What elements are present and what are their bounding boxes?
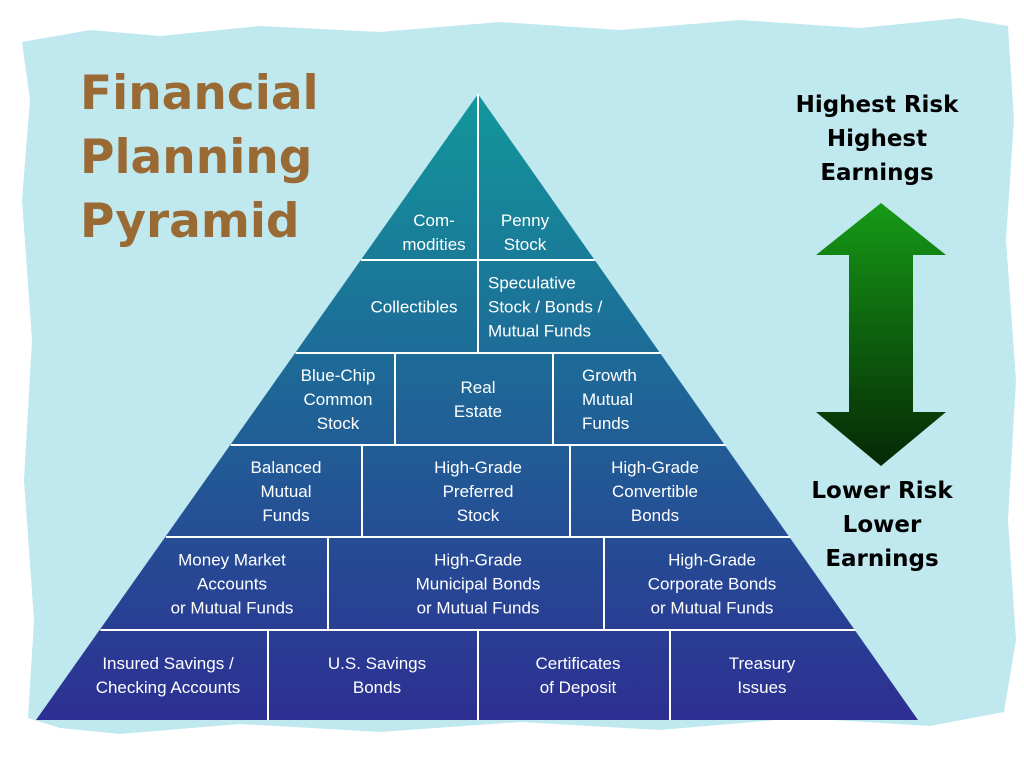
pyramid-cell-line: Estate [454,402,502,421]
pyramid-cell-certificates-of-deposit: Certificates of Deposit [535,654,620,697]
pyramid-cell-line: Stock [317,414,360,433]
pyramid-cell-line: High-Grade [611,458,699,477]
pyramid-cell-line: Mutual Funds [488,322,591,341]
pyramid-body [36,94,918,720]
pyramid-cell-line: Stock / Bonds / [488,298,603,317]
pyramid-cell-line: Funds [262,506,309,525]
pyramid-cell-line: Mutual [582,390,633,409]
pyramid-cell-line: Speculative [488,274,576,293]
lower-risk-line-2: Lower [842,512,922,538]
pyramid-cell-line: Common [304,390,373,409]
pyramid-cell-line: Bonds [631,506,679,525]
pyramid-cell-line: Growth [582,366,637,385]
pyramid-cell-line: High-Grade [434,458,522,477]
lower-risk-line-1: Lower Risk [811,478,953,504]
pyramid-cell-line: or Mutual Funds [171,599,294,618]
pyramid-cell-line: Treasury [729,654,796,673]
highest-risk-label: Highest Risk Highest Earnings [784,88,970,190]
pyramid-cell-line: Stock [457,506,500,525]
highest-risk-line-2: Highest [826,126,928,152]
pyramid-cell-line: U.S. Savings [328,654,426,673]
pyramid-cell-line: Preferred [443,482,514,501]
pyramid-cell-commodities: Com-modities [402,211,465,254]
pyramid-cell-line: Real [461,378,496,397]
pyramid-cell-line: Convertible [612,482,698,501]
pyramid-cell-line: Funds [582,414,629,433]
title-line-1: Financial [80,66,319,121]
highest-risk-line-1: Highest Risk [795,92,959,118]
pyramid-cell-line: Mutual [260,482,311,501]
pyramid-cell-line: Insured Savings / [102,654,234,673]
pyramid-cell-insured-savings-checking: Insured Savings / Checking Accounts [96,654,241,697]
title-line-2: Planning [80,130,313,185]
page-title: Financial Planning Pyramid [80,62,319,254]
pyramid-cell-line: High-Grade [668,551,756,570]
pyramid-cell-collectibles: Collectibles [371,298,458,317]
lower-risk-label: Lower Risk Lower Earnings [790,474,974,576]
pyramid-cell-line: High-Grade [434,551,522,570]
title-line-3: Pyramid [80,194,300,249]
pyramid-cell-line: Checking Accounts [96,678,241,697]
pyramid-cell-line: Stock [504,235,547,254]
pyramid-cell-line: Certificates [535,654,620,673]
pyramid-cell-line: of Deposit [540,678,617,697]
highest-risk-line-3: Earnings [820,160,934,186]
pyramid-cell-line: Municipal Bonds [416,575,541,594]
pyramid-cell-line: Corporate Bonds [648,575,777,594]
double-arrow-icon [816,203,946,466]
pyramid-cell-line: Collectibles [371,298,458,317]
pyramid-cell-line: Money Market [178,551,286,570]
pyramid-cell-line: Com- [413,211,455,230]
pyramid-cell-line: Blue-Chip [301,366,376,385]
pyramid-cell-line: Issues [737,678,786,697]
pyramid-cell-line: Accounts [197,575,267,594]
pyramid-cell-line: Penny [501,211,550,230]
pyramid-cell-line: Balanced [251,458,322,477]
pyramid-cell-line: or Mutual Funds [651,599,774,618]
lower-risk-line-3: Earnings [825,546,939,572]
pyramid-cell-line: or Mutual Funds [417,599,540,618]
pyramid-dividers [100,94,856,720]
pyramid-cell-line: Bonds [353,678,401,697]
pyramid-cell-line: modities [402,235,465,254]
